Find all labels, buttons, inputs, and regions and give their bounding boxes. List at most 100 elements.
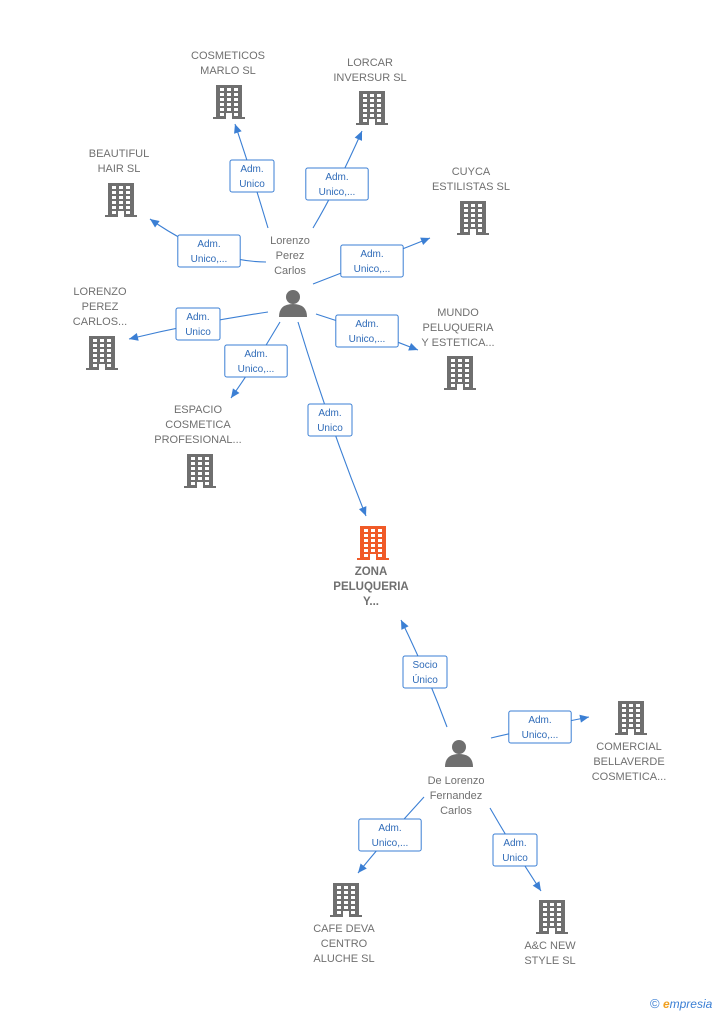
building-icon [105,183,137,217]
edge-role-label[interactable]: Adm.Unico,... [224,344,288,378]
company-name-line: INVERSUR SL [333,72,406,84]
edge-label-box [229,159,275,193]
company-name-line: STYLE SL [524,955,575,967]
company-name-line: ALUCHE SL [313,953,374,965]
edge-role-label[interactable]: Adm. Unico,... [335,314,399,348]
building-icon [356,91,388,125]
company-node[interactable]: LORENZOPEREZCARLOS... [73,286,127,370]
edge-label-line: Adm. [240,164,263,175]
edge-role-label[interactable]: Adm.Unico [229,159,275,193]
company-name-line: LORCAR [347,57,393,69]
edge-label-box [177,234,241,268]
person-name-line: Perez [276,250,305,262]
company-node[interactable]: LORCAR INVERSUR SL [333,57,407,125]
edge-label-line: Unico,... [349,334,386,345]
person-name-line: Lorenzo [270,235,310,247]
building-icon [86,336,118,370]
edge-arrowhead [231,388,240,398]
company-name-line: PROFESIONAL... [154,434,241,446]
company-name-line: CENTRO [321,938,368,950]
edge-label-box [224,344,288,378]
company-name-line: BELLAVERDE [593,756,664,768]
edge-label-line: Adm. [197,239,220,250]
empresia-logo[interactable]: © empresia [650,996,712,1011]
edge-role-label[interactable]: Adm. Unico,... [305,167,369,201]
edge-arrowhead [579,714,589,723]
edge-role-label[interactable]: Adm. Unico,... [358,818,422,852]
company-name-line: CUYCA [452,166,491,178]
edge-labels-layer: Adm.UnicoAdm.Unico,...Adm.Unico,...Adm.U… [175,159,572,867]
company-name-line: MARLO SL [200,65,256,77]
edge-label-line: Unico,... [354,264,391,275]
brand-name: mpresia [669,997,713,1011]
edge-role-label[interactable]: Adm.Unico,... [340,244,404,278]
edge-label-line: Adm. [318,408,341,419]
building-icon [213,85,245,119]
edge-label-box [492,833,538,867]
company-name-line: PELUQUERIA [333,581,408,593]
company-name-line: A&C NEW [524,940,576,952]
edge-label-box [402,655,448,689]
edge-label-line: Único [412,673,438,686]
edge-role-label[interactable]: Adm.Unico [492,833,538,867]
edge-label-box [307,403,353,437]
edge-arrowhead [234,124,242,134]
building-icon [330,883,362,917]
edge-role-label[interactable]: Adm.Unico [175,307,221,341]
edge-arrowhead [420,237,430,246]
company-name-line: Y... [363,596,379,608]
company-node[interactable]: A&C NEW STYLE SL [524,900,576,967]
person-name-line: De Lorenzo [428,775,485,787]
edge-arrowhead [358,506,367,516]
company-node[interactable]: COMERCIALBELLAVERDECOSMETICA... [592,701,667,783]
edge-label-line: Unico,... [522,730,559,741]
edge-label-line: Unico,... [319,187,356,198]
company-name-line: MUNDO [437,307,479,319]
company-name-line: ESTILISTAS SL [432,181,510,193]
edge-label-line: Adm. [325,172,348,183]
company-name-line: Y ESTETICA... [421,337,494,349]
building-icon [357,526,389,560]
edge-label-line: Unico,... [372,838,409,849]
building-icon [457,201,489,235]
company-name-line: HAIR SL [98,163,141,175]
building-icon [184,454,216,488]
building-icon [615,701,647,735]
edge-label-line: Unico [185,327,211,338]
building-icon [536,900,568,934]
company-node[interactable]: CUYCA ESTILISTAS SL [432,166,510,235]
edge-label-line: Socio [412,660,437,671]
company-name-line: COSMETICOS [191,50,265,62]
focus-company-node[interactable]: ZONAPELUQUERIAY... [333,526,409,608]
edge-label-box [335,314,399,348]
company-node[interactable]: BEAUTIFUL HAIR SL [89,148,150,217]
person-name-line: Fernandez [430,790,483,802]
edge-label-box [340,244,404,278]
edge-role-label[interactable]: Adm. Unico [307,403,353,437]
edge-label-line: Adm. [378,823,401,834]
company-name-line: COSMETICA [165,419,231,431]
edge-label-box [175,307,221,341]
company-name-line: PEREZ [82,301,119,313]
person-icon [445,740,473,767]
edge-arrowhead [354,131,363,141]
edge-arrowhead [401,620,409,630]
building-icon [444,356,476,390]
edge-label-line: Unico [317,423,343,434]
company-name-line: BEAUTIFUL [89,148,150,160]
edge-arrowhead [129,333,139,341]
person-icon [279,290,307,317]
edge-label-line: Adm. [528,715,551,726]
company-node[interactable]: COSMETICOS MARLO SL [191,50,265,119]
person-name-line: Carlos [440,805,472,817]
edge-role-label[interactable]: Adm. Unico,... [508,710,572,744]
company-node[interactable]: ESPACIOCOSMETICAPROFESIONAL... [154,404,242,488]
edge-role-label[interactable]: Adm.Unico,... [177,234,241,268]
edge-label-line: Adm. [355,319,378,330]
